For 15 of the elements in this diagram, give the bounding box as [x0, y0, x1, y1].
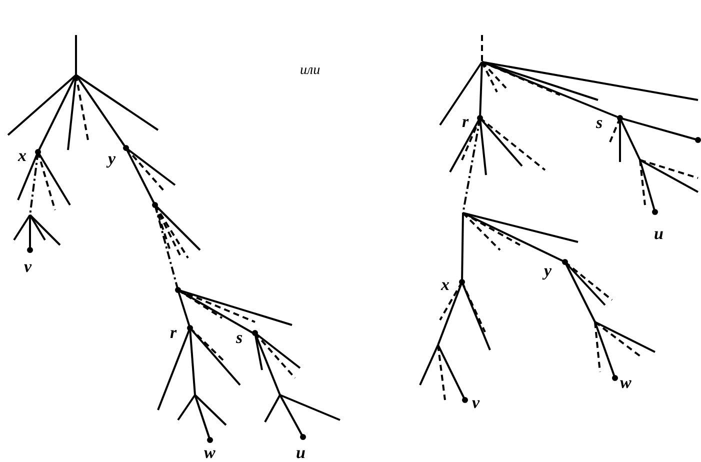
point-label: s	[596, 114, 603, 131]
point-label: w	[620, 374, 632, 391]
point-label: w	[204, 444, 216, 461]
point-label: x	[441, 276, 450, 293]
point-label: v	[24, 258, 32, 275]
point-label: y	[108, 150, 116, 167]
point-label: u	[296, 444, 306, 461]
point-label: v	[472, 394, 480, 411]
point-label: x	[18, 147, 26, 164]
point-label: u	[654, 225, 664, 242]
point-label: r	[462, 113, 469, 130]
point-label: s	[236, 329, 243, 346]
conjunction-text: или	[300, 62, 320, 79]
point-label: y	[544, 262, 552, 279]
point-label: r	[170, 324, 177, 341]
